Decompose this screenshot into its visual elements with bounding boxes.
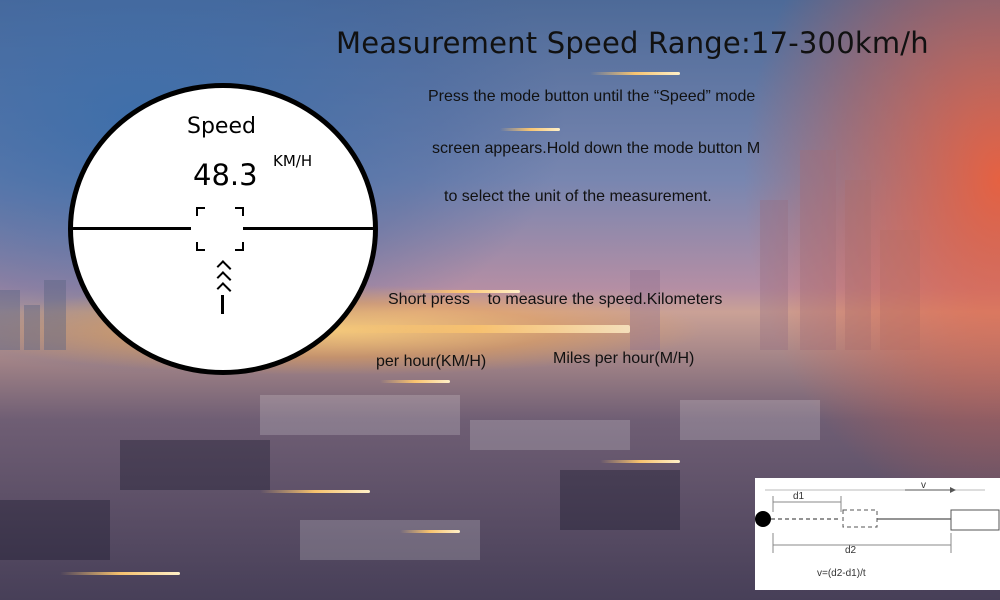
floor-tile <box>680 400 820 440</box>
city-building <box>800 150 836 350</box>
instruction-line-2: screen appears.Hold down the mode button… <box>432 140 761 157</box>
reticle-corner-icon <box>196 207 205 216</box>
city-building <box>845 180 871 350</box>
floor-tile <box>0 500 110 560</box>
floor-tile <box>260 395 460 435</box>
light-streak <box>400 530 460 533</box>
speed-formula: v=(d2-d1)/t <box>817 568 866 579</box>
d2-label: d2 <box>845 545 857 556</box>
light-streak <box>330 325 630 333</box>
city-building <box>630 270 660 350</box>
d1-label: d1 <box>793 491 805 502</box>
formula-diagram-svg: d1 v d2 v=(d2-d1)/t <box>755 480 1000 579</box>
city-building <box>760 200 788 350</box>
reticle-corner-icon <box>235 242 244 251</box>
rangefinder-dot-icon <box>755 511 771 527</box>
light-streak <box>500 128 560 131</box>
reticle-corner-icon <box>196 242 205 251</box>
reticle-corner-icon <box>235 207 244 216</box>
scope-display: Speed 48.3 KM/H <box>68 83 378 375</box>
speed-unit: KM/H <box>273 152 313 170</box>
light-streak <box>590 72 680 75</box>
light-streak <box>380 380 450 383</box>
floor-tile <box>470 420 630 450</box>
speed-formula-diagram: d1 v d2 v=(d2-d1)/t <box>755 478 1000 590</box>
light-streak <box>60 572 180 575</box>
city-building <box>44 280 66 350</box>
reticle-vertical-bar <box>221 295 224 314</box>
target-initial-box <box>842 509 878 528</box>
floor-tile <box>120 440 270 490</box>
v-label: v <box>921 480 926 491</box>
city-building <box>0 290 20 350</box>
reticle-line-left <box>73 227 191 230</box>
floor-tile <box>560 470 680 530</box>
light-streak <box>600 460 680 463</box>
floor-tile <box>300 520 480 560</box>
speed-value: 48.3 <box>193 158 258 192</box>
city-building <box>880 230 920 350</box>
city-building <box>24 305 40 350</box>
instruction-unit-kmh: per hour(KM/H) <box>376 353 487 370</box>
instruction-line-1: Press the mode button until the “Speed” … <box>428 88 756 105</box>
velocity-arrow-head-icon <box>950 487 956 493</box>
target-final-box <box>950 509 1000 531</box>
light-streak <box>260 490 370 493</box>
instruction-line-4: Short press to measure the speed.Kilomet… <box>388 291 723 308</box>
scope-mode-label: Speed <box>187 114 256 139</box>
instruction-line-3: to select the unit of the measurement. <box>444 188 712 205</box>
chevron-up-icon <box>216 282 232 297</box>
reticle-line-right <box>243 227 373 230</box>
page-title: Measurement Speed Range:17-300km/h <box>336 26 929 60</box>
instruction-unit-mh: Miles per hour(M/H) <box>553 350 695 367</box>
light-streak <box>400 290 520 293</box>
